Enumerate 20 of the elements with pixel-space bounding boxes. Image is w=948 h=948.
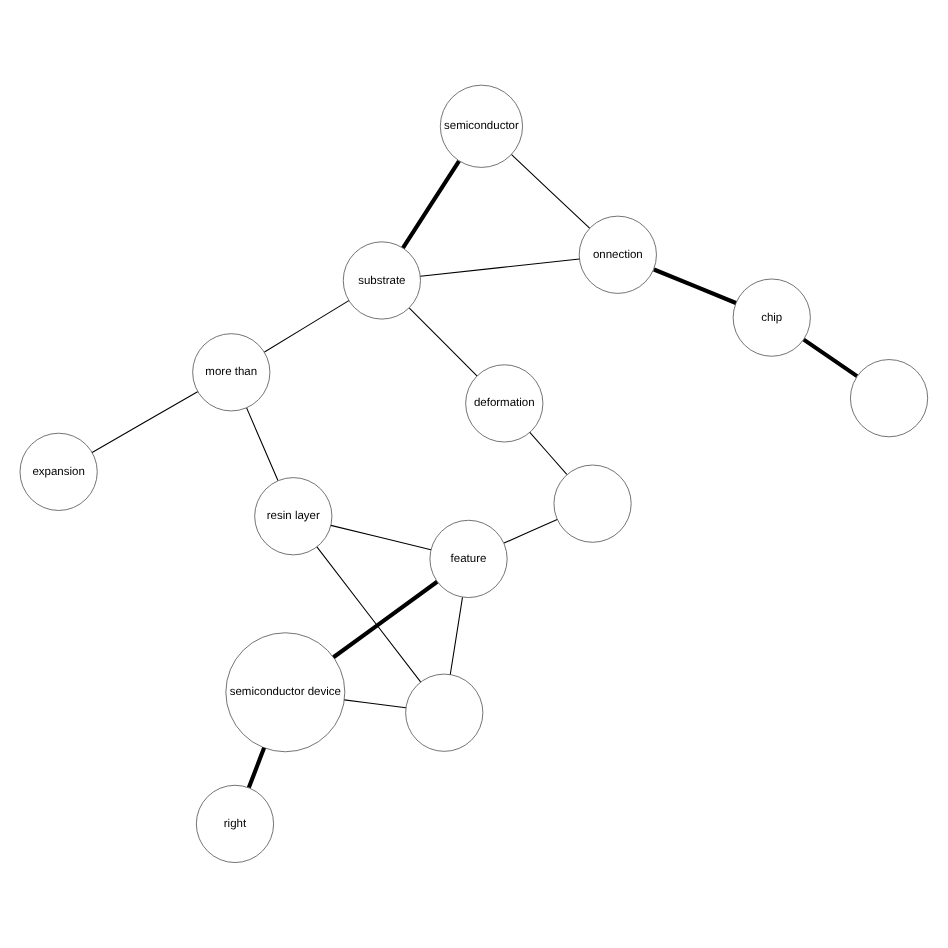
connector [802,337,859,378]
connector [653,267,737,305]
connector [511,154,591,229]
connector [343,699,407,709]
connector [408,307,478,377]
connector [246,407,279,482]
connector [263,300,350,353]
connector [529,431,568,475]
connector [332,580,439,659]
connector [419,258,580,277]
connector [449,596,463,676]
node-circle [405,673,484,752]
connector [503,518,558,544]
node-circle [553,464,632,543]
connector [91,391,199,454]
node-circle [850,359,929,438]
connector [316,546,422,683]
connector [330,524,432,551]
connector [401,159,461,249]
connector [246,746,267,789]
